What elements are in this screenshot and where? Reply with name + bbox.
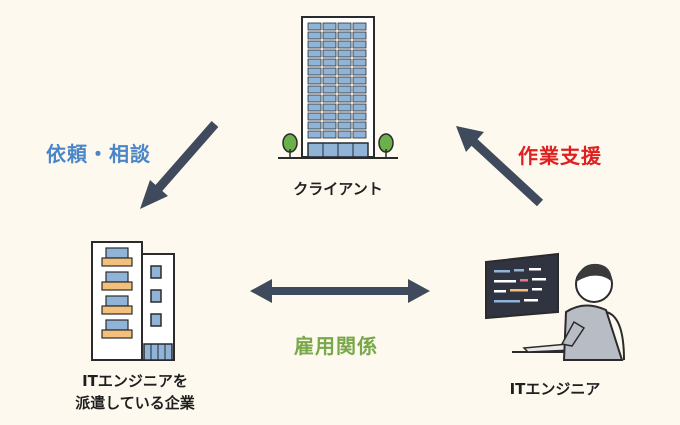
office-tower-icon <box>278 16 398 159</box>
engineer-at-computer-icon <box>485 252 625 361</box>
employment-label: 雇用関係 <box>294 334 378 358</box>
company-label: ITエンジニアを 派遣している企業 <box>40 370 230 414</box>
company-label-line1: ITエンジニアを <box>82 372 188 390</box>
company-label-line2: 派遣している企業 <box>75 394 195 412</box>
client-label: クライアント <box>293 180 383 198</box>
apartment-building-icon <box>91 241 175 361</box>
request-label: 依頼・相談 <box>46 142 151 166</box>
support-label: 作業支援 <box>518 144 602 168</box>
engineer-label: ITエンジニア <box>509 380 601 398</box>
